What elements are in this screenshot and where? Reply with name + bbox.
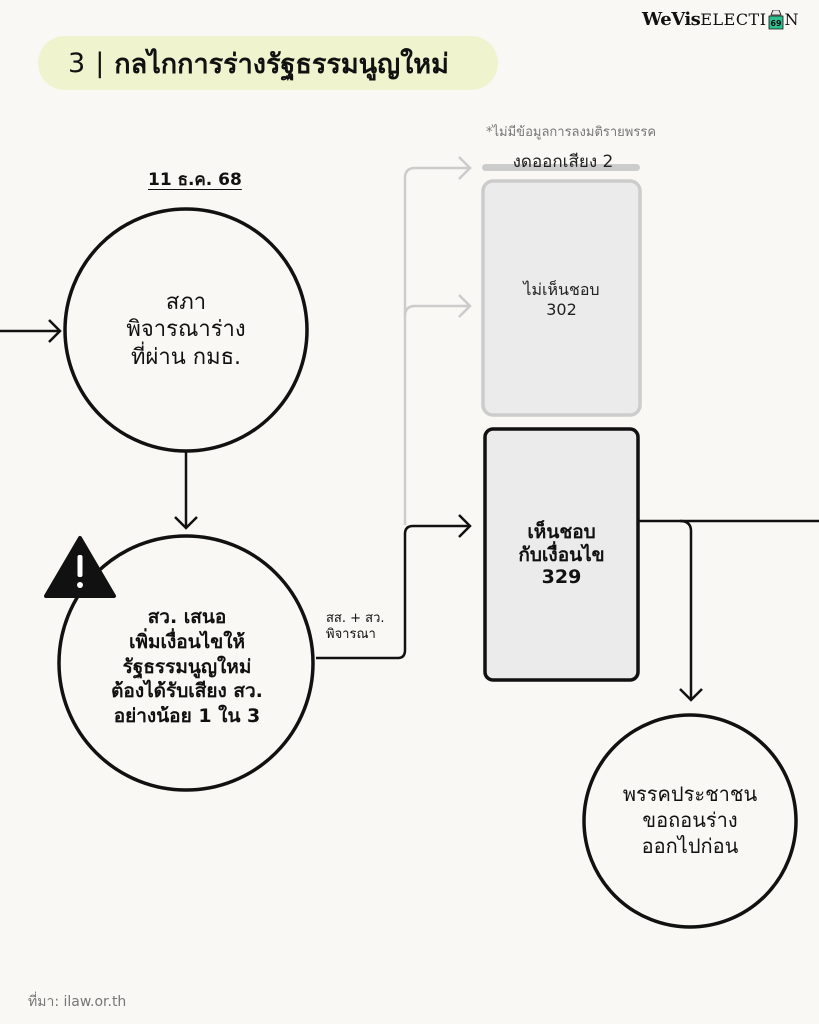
edge-label-line: พิจารณา: [326, 627, 376, 643]
section-number: 3: [68, 47, 86, 79]
people-party-node-circle: [582, 713, 798, 929]
down-arrow: [174, 452, 198, 530]
node-line: ขอถอนร่าง: [642, 808, 738, 832]
vote-agree-label: เห็นชอบ กับเงื่อนไข 329: [485, 510, 638, 600]
logo-text-left: ELECTI: [700, 9, 767, 29]
node-line: ออกไปก่อน: [641, 834, 739, 858]
vote-value: 329: [541, 566, 582, 589]
node-line: พิจารณาร่าง: [126, 317, 246, 343]
vote-abstain-label: งดออกเสียง 2: [478, 148, 648, 175]
title-separator: |: [95, 47, 105, 79]
vote-value: 2: [602, 152, 614, 172]
vote-bar-abstain: [482, 164, 640, 171]
node-line: เพิ่มเงื่อนไขให้: [128, 630, 246, 653]
vote-disagree-label: ไม่เห็นชอบ 302: [483, 270, 640, 330]
people-party-node: พรรคประชาชน ขอถอนร่าง ออกไปก่อน: [590, 770, 790, 870]
date-label: 11 ธ.ค. 68: [148, 170, 242, 190]
node-line: พรรคประชาชน: [622, 782, 758, 806]
muted-branch-lines: [403, 156, 472, 525]
node-line: ต้องได้รับเสียง สว.: [111, 680, 263, 703]
logo-brand: WeVis: [642, 8, 701, 30]
edge-label: สส. + สว. พิจารณา: [326, 611, 385, 644]
node-line: อย่างน้อย 1 ใน 3: [113, 705, 261, 728]
logo-text-right: N: [784, 9, 800, 29]
main-branch-line: [316, 514, 472, 660]
ballot-box-icon: 69: [768, 9, 784, 30]
edge-label-line: สส. + สว.: [326, 611, 385, 626]
vote-label: กับเงื่อนไข: [518, 543, 605, 566]
vote-value: 302: [546, 300, 577, 319]
parliament-node: สภา พิจารณาร่าง ที่ผ่าน กมธ.: [76, 270, 296, 390]
node-line: สภา: [165, 289, 207, 315]
wevis-election-logo: WeVis ELECTI 69 N: [642, 6, 799, 32]
parliament-node-circle: [63, 207, 309, 453]
section-title: 3 | กลไกการร่างรัฐธรรมนูญใหม่: [38, 36, 498, 90]
outgoing-lines: [638, 519, 819, 702]
vote-label: เห็นชอบ: [527, 520, 596, 543]
node-line: สว. เสนอ: [147, 606, 227, 629]
node-line: ที่ผ่าน กมธ.: [130, 344, 242, 370]
vote-label: งดออกเสียง: [512, 152, 598, 172]
senate-proposal-node-circle: [57, 534, 315, 792]
vote-box-agree: [483, 427, 640, 682]
senate-proposal-node: สว. เสนอ เพิ่มเงื่อนไขให้ รัฐธรรมนูญใหม่…: [72, 592, 302, 742]
warning-icon: [44, 536, 116, 598]
source-credit: ที่มา: ilaw.or.th: [28, 994, 127, 1010]
section-title-text: กลไกการร่างรัฐธรรมนูญใหม่: [114, 48, 449, 80]
incoming-arrow: [0, 319, 62, 343]
no-party-data-note: *ไม่มีข้อมูลการลงมติรายพรรค: [486, 125, 657, 140]
vote-box-disagree: [481, 179, 642, 417]
vote-label: ไม่เห็นชอบ: [523, 280, 600, 299]
logo-box-digits: 69: [770, 19, 782, 28]
node-line: รัฐธรรมนูญใหม่: [122, 655, 252, 678]
